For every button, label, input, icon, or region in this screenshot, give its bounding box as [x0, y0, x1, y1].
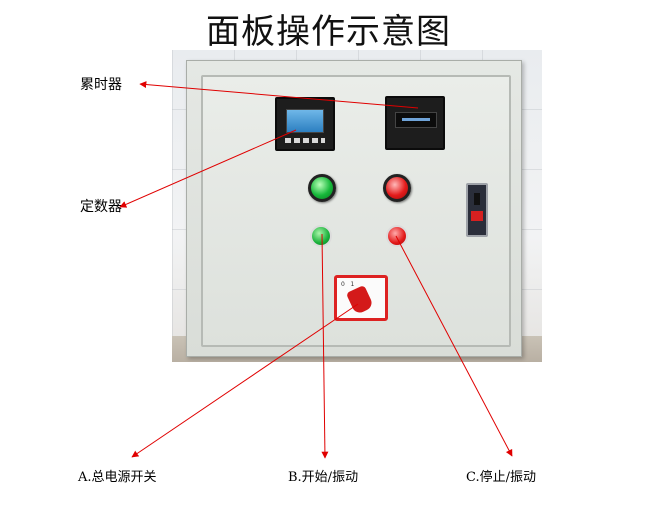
stop-vibrate-button[interactable]	[386, 225, 408, 247]
timer-display	[395, 112, 437, 128]
timer-meter	[385, 96, 445, 150]
door-lock[interactable]	[466, 183, 488, 237]
counter-display	[286, 109, 324, 133]
start-vibrate-label: B.开始/振动	[288, 470, 359, 485]
page-title: 面板操作示意图	[206, 12, 451, 52]
green-indicator-lamp	[308, 174, 336, 202]
counter-label: 定数器	[80, 199, 122, 215]
red-indicator-lamp	[383, 174, 411, 202]
lock-slot	[474, 193, 480, 205]
counter-keys	[285, 138, 325, 143]
start-vibrate-button[interactable]	[310, 225, 332, 247]
main-power-switch[interactable]: 0 1	[334, 275, 388, 321]
switch-marks: 0 1	[341, 281, 355, 288]
timer-label: 累时器	[80, 77, 122, 93]
lock-red-tab	[471, 211, 483, 221]
power-switch-label: A.总电源开关	[78, 470, 157, 485]
switch-knob[interactable]	[345, 284, 375, 316]
counter-meter	[275, 97, 335, 151]
stop-vibrate-label: C.停止/振动	[466, 470, 536, 485]
control-panel-photo: 0 1	[172, 50, 542, 362]
